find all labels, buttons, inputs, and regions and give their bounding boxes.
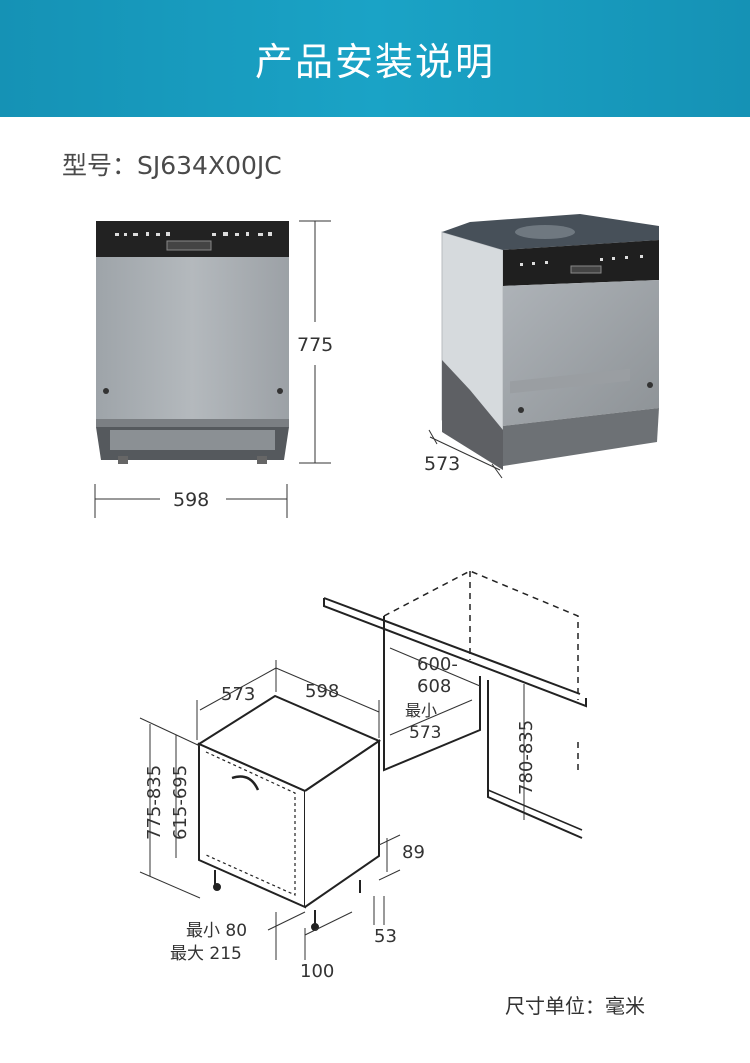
install-depth-label: 573 bbox=[221, 684, 255, 705]
height-inner-label: 615-695 bbox=[170, 765, 191, 840]
niche-height-label: 780-835 bbox=[516, 720, 537, 795]
perspective-door bbox=[503, 280, 659, 426]
toe-min-label: 最小 80 bbox=[186, 921, 247, 941]
panel-buttons bbox=[115, 232, 272, 236]
perspective-control-panel bbox=[503, 240, 659, 286]
door-handle bbox=[166, 240, 212, 251]
front-view-dishwasher bbox=[96, 221, 289, 464]
toe-max-label: 最大 215 bbox=[170, 944, 242, 964]
niche-width-label-2: 608 bbox=[417, 676, 451, 697]
foot-label: 100 bbox=[300, 961, 334, 982]
plinth-label: 89 bbox=[402, 842, 425, 863]
side-depth-dimension bbox=[428, 429, 503, 479]
min-depth-label-1: 最小 bbox=[405, 701, 437, 720]
door-panel bbox=[96, 257, 289, 419]
model-number: 型号：SJ634X00JC bbox=[62, 151, 282, 180]
perspective-view-dishwasher bbox=[441, 214, 659, 470]
control-panel bbox=[96, 221, 289, 257]
install-dimensions bbox=[139, 647, 525, 960]
side-depth-label: 573 bbox=[424, 453, 460, 475]
back-label: 53 bbox=[374, 926, 397, 947]
install-width-label: 598 bbox=[305, 681, 339, 702]
appliance-side bbox=[304, 739, 380, 908]
unit-note: 尺寸单位：毫米 bbox=[505, 994, 645, 1018]
min-depth-label-2: 573 bbox=[409, 723, 441, 743]
perspective-plinth bbox=[503, 408, 659, 466]
page-title: 产品安装说明 bbox=[254, 40, 495, 84]
front-width-label: 598 bbox=[173, 489, 209, 511]
front-height-label: 775 bbox=[297, 334, 333, 356]
front-height-dimension bbox=[299, 220, 331, 464]
niche-width-label-1: 600- bbox=[417, 654, 458, 675]
front-width-dimension bbox=[94, 484, 288, 518]
installation-diagram bbox=[196, 570, 587, 931]
countertop-edge bbox=[323, 598, 587, 708]
header-banner: 产品安装说明 bbox=[0, 0, 750, 117]
height-outer-label: 775-835 bbox=[144, 765, 165, 840]
